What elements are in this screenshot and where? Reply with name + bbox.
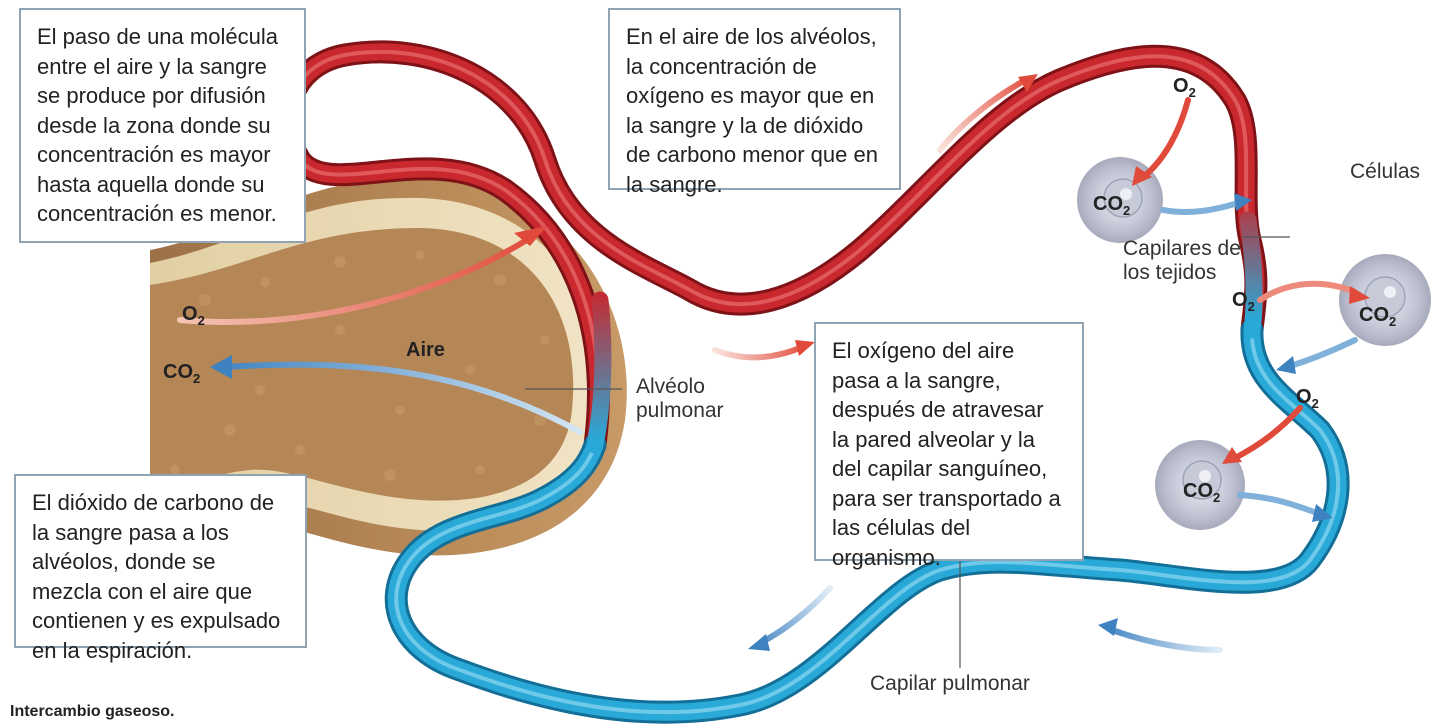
cell3-o2-label: O2 <box>1296 386 1319 411</box>
diffusion-note: El paso de una molécula entre el aire y … <box>19 8 306 243</box>
leader-lines <box>525 236 1290 668</box>
co2-path-note: El dióxido de carbono de la sangre pasa … <box>14 474 307 663</box>
pulmonary-capillary-label: Capilar pulmonar <box>870 672 1030 695</box>
cell-3 <box>1155 440 1245 530</box>
alveolus-co2-label: CO2 <box>163 361 200 386</box>
cell2-co2-label: CO2 <box>1359 304 1396 329</box>
alveolus-label: Alvéolo pulmonar <box>636 375 724 422</box>
alveolus-o2-label: O2 <box>182 303 205 328</box>
cell-2 <box>1339 254 1431 346</box>
alveolar-air-note: En el aire de los alvéolos, la concentra… <box>608 8 901 197</box>
blood-vessel <box>276 40 1350 724</box>
air-label: Aire <box>406 339 445 361</box>
cell2-o2-label: O2 <box>1232 289 1255 314</box>
chem-labels: O2 CO2 O2 CO2 O2 CO2 O2 CO2 Aire <box>163 75 1396 505</box>
cells-label: Células <box>1350 160 1421 183</box>
cell1-co2-label: CO2 <box>1093 193 1130 218</box>
figure-caption: Intercambio gaseoso. <box>10 703 175 720</box>
tissue-capillaries-label: Capilares de los tejidos <box>1123 237 1241 284</box>
gas-arrows <box>177 74 1370 653</box>
oxygen-path-note: El oxígeno del aire pasa a la sangre, de… <box>814 322 1084 570</box>
cell1-o2-label: O2 <box>1173 75 1196 100</box>
cell3-co2-label: CO2 <box>1183 480 1220 505</box>
